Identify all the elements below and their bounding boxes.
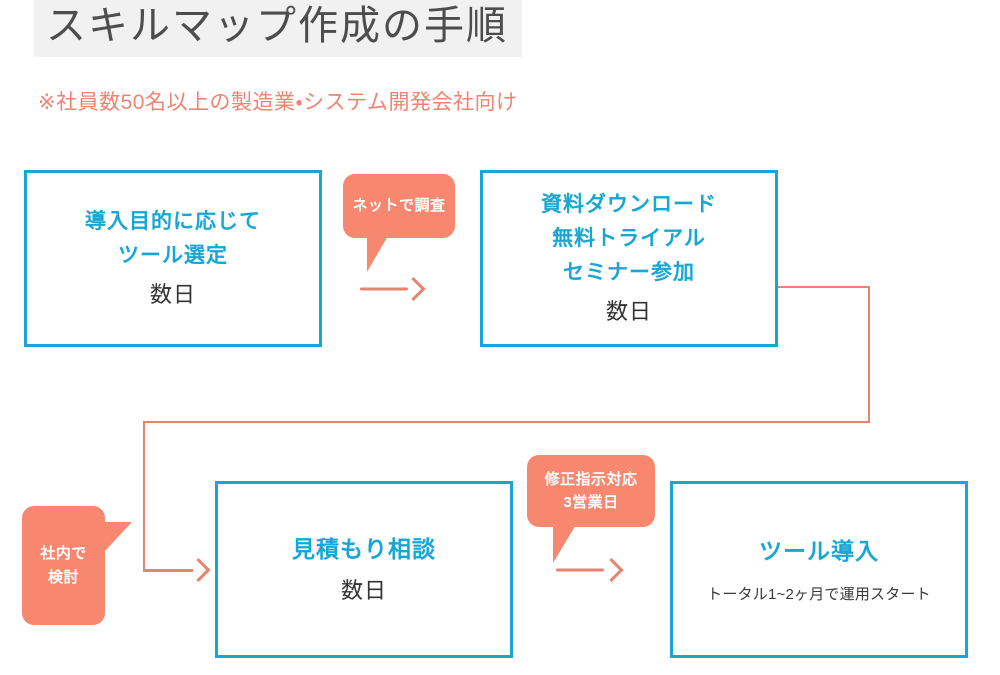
bubble-internal-review-line-2: 検討 (47, 568, 79, 586)
bubble-revision-line-2: 3営業日 (563, 494, 619, 511)
step-box-1[interactable]: 導入目的に応じて ツール選定 数日 (24, 170, 322, 347)
bubble-revision-line-1: 修正指示対応 (544, 470, 638, 488)
arrow-step3-to-step4-icon (556, 557, 626, 583)
step-2-title-line-2: 無料トライアル (552, 226, 706, 250)
connector-segment-down (868, 286, 870, 423)
arrow-step1-to-step2-icon (360, 276, 428, 302)
step-1-title-line-2: ツール選定 (118, 243, 228, 267)
connector-segment-left (143, 421, 870, 423)
step-box-2[interactable]: 資料ダウンロード 無料トライアル セミナー参加 数日 (480, 170, 778, 347)
connector-segment-down-2 (143, 421, 145, 571)
step-1-duration: 数日 (149, 281, 196, 307)
step-4-note: トータル1~2ヶ月で運用スタート (707, 585, 931, 603)
bubble-research-line-1: ネットで調査 (352, 197, 446, 215)
arrow-shaft (360, 287, 408, 291)
connector-segment-right (778, 286, 870, 288)
step-3-duration: 数日 (340, 577, 387, 603)
step-2-title-line-3: セミナー参加 (563, 260, 695, 284)
connector-segment-right-2 (143, 569, 193, 572)
arrow-head-icon (599, 557, 624, 583)
bubble-revision: 修正指示対応 3営業日 (527, 455, 655, 563)
arrow-shaft (556, 568, 604, 572)
step-box-3[interactable]: 見積もり相談 数日 (215, 481, 513, 658)
step-1-title-line-1: 導入目的に応じて (85, 209, 261, 233)
arrow-head-icon (401, 276, 426, 302)
bubble-internal-review: 社内で 検討 (22, 506, 132, 625)
bubble-internal-review-line-1: 社内で (40, 545, 87, 563)
connector-arrow-head-icon (186, 557, 211, 583)
page-subtitle: ※社員数50名以上の製造業・システム開発会社向け (38, 91, 518, 114)
bubble-research: ネットで調査 (343, 174, 455, 272)
step-2-duration: 数日 (605, 298, 652, 324)
step-2-title-line-1: 資料ダウンロード (541, 192, 717, 216)
step-4-title-line-1: ツール導入 (759, 537, 879, 564)
page-title: スキルマップ作成の手順 (34, 0, 522, 57)
step-box-4[interactable]: ツール導入 トータル1~2ヶ月で運用スタート (670, 481, 968, 658)
step-3-title-line-1: 見積もり相談 (292, 536, 436, 563)
